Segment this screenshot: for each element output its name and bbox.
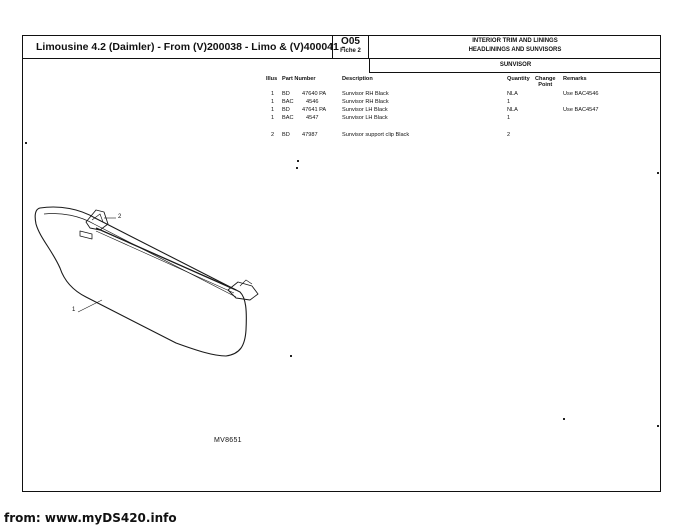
section-title-line2: HEADLININGS AND SUNVISORS xyxy=(468,47,562,53)
cell-illus: 1 xyxy=(271,91,275,97)
scan-mark xyxy=(25,142,27,144)
page-title: Limousine 4.2 (Daimler) - From (V)200038… xyxy=(22,35,345,59)
col-header-remarks: Remarks xyxy=(563,76,587,82)
support-clip xyxy=(85,209,109,231)
source-footer: from: www.myDS420.info xyxy=(4,511,177,525)
parts-sheet-frame xyxy=(22,35,661,492)
sunvisor-body xyxy=(34,206,247,357)
subsection-title: SUNVISOR xyxy=(369,59,661,73)
fiche-box: O05 Fiche 2 xyxy=(333,35,369,59)
cell-remarks: Use BAC4547 xyxy=(563,107,599,113)
section-title: INTERIOR TRIM AND LININGS HEADLININGS AN… xyxy=(369,35,661,59)
cell-remarks: Use BAC4546 xyxy=(563,91,599,97)
cell-part-number: 47641 PA xyxy=(302,107,327,113)
cell-quantity: 1 xyxy=(507,99,511,105)
scan-mark xyxy=(296,167,298,169)
cell-quantity: NLA xyxy=(507,91,518,97)
cell-description: Sunvisor support clip Black xyxy=(342,132,410,138)
cell-illus: 1 xyxy=(271,107,275,113)
cell-description: Sunvisor RH Black xyxy=(342,99,389,105)
scan-mark xyxy=(297,160,299,162)
cell-description: Sunvisor LH Black xyxy=(342,115,388,121)
cell-quantity: 1 xyxy=(507,115,511,121)
callout-2-label: 2 xyxy=(118,214,122,220)
scan-mark xyxy=(563,418,565,420)
cell-illus: 2 xyxy=(271,132,275,138)
cell-prefix: BD xyxy=(282,107,290,113)
cell-part-number: 4546 xyxy=(306,99,319,105)
col-header-part-number: Part Number xyxy=(282,76,316,82)
sunvisor-pivot-rod xyxy=(95,227,237,291)
callout-1-leader xyxy=(77,299,103,313)
scan-mark xyxy=(657,425,659,427)
cell-prefix: BAC xyxy=(282,115,294,121)
fiche-code: O05 xyxy=(341,36,360,47)
cell-quantity: NLA xyxy=(507,107,518,113)
col-header-illus: Illus xyxy=(266,76,278,82)
cell-description: Sunvisor LH Black xyxy=(342,107,388,113)
cell-part-number: 47987 xyxy=(302,132,318,138)
col-header-quantity: Quantity xyxy=(507,76,530,82)
cell-prefix: BD xyxy=(282,91,290,97)
drawing-code: MV8651 xyxy=(214,437,242,444)
cell-illus: 1 xyxy=(271,99,275,105)
col-header-change-point: Change Point xyxy=(535,76,556,88)
cell-part-number: 47640 PA xyxy=(302,91,327,97)
fiche-label: Fiche 2 xyxy=(340,48,361,54)
callout-1-label: 1 xyxy=(72,307,76,313)
scan-mark xyxy=(657,172,659,174)
col-header-point: Point xyxy=(538,82,553,88)
sunvisor-inner-edge xyxy=(43,213,237,298)
cell-illus: 1 xyxy=(271,115,275,121)
cell-part-number: 4547 xyxy=(306,115,319,121)
sunvisor-slot xyxy=(79,230,93,240)
cell-quantity: 2 xyxy=(507,132,511,138)
col-header-change: Change xyxy=(535,76,556,82)
cell-description: Sunvisor RH Black xyxy=(342,91,389,97)
cell-prefix: BD xyxy=(282,132,290,138)
cell-prefix: BAC xyxy=(282,99,294,105)
col-header-description: Description xyxy=(342,76,373,82)
scan-mark xyxy=(290,355,292,357)
section-title-line1: INTERIOR TRIM AND LININGS xyxy=(472,38,558,44)
pivot-bracket xyxy=(227,281,259,301)
